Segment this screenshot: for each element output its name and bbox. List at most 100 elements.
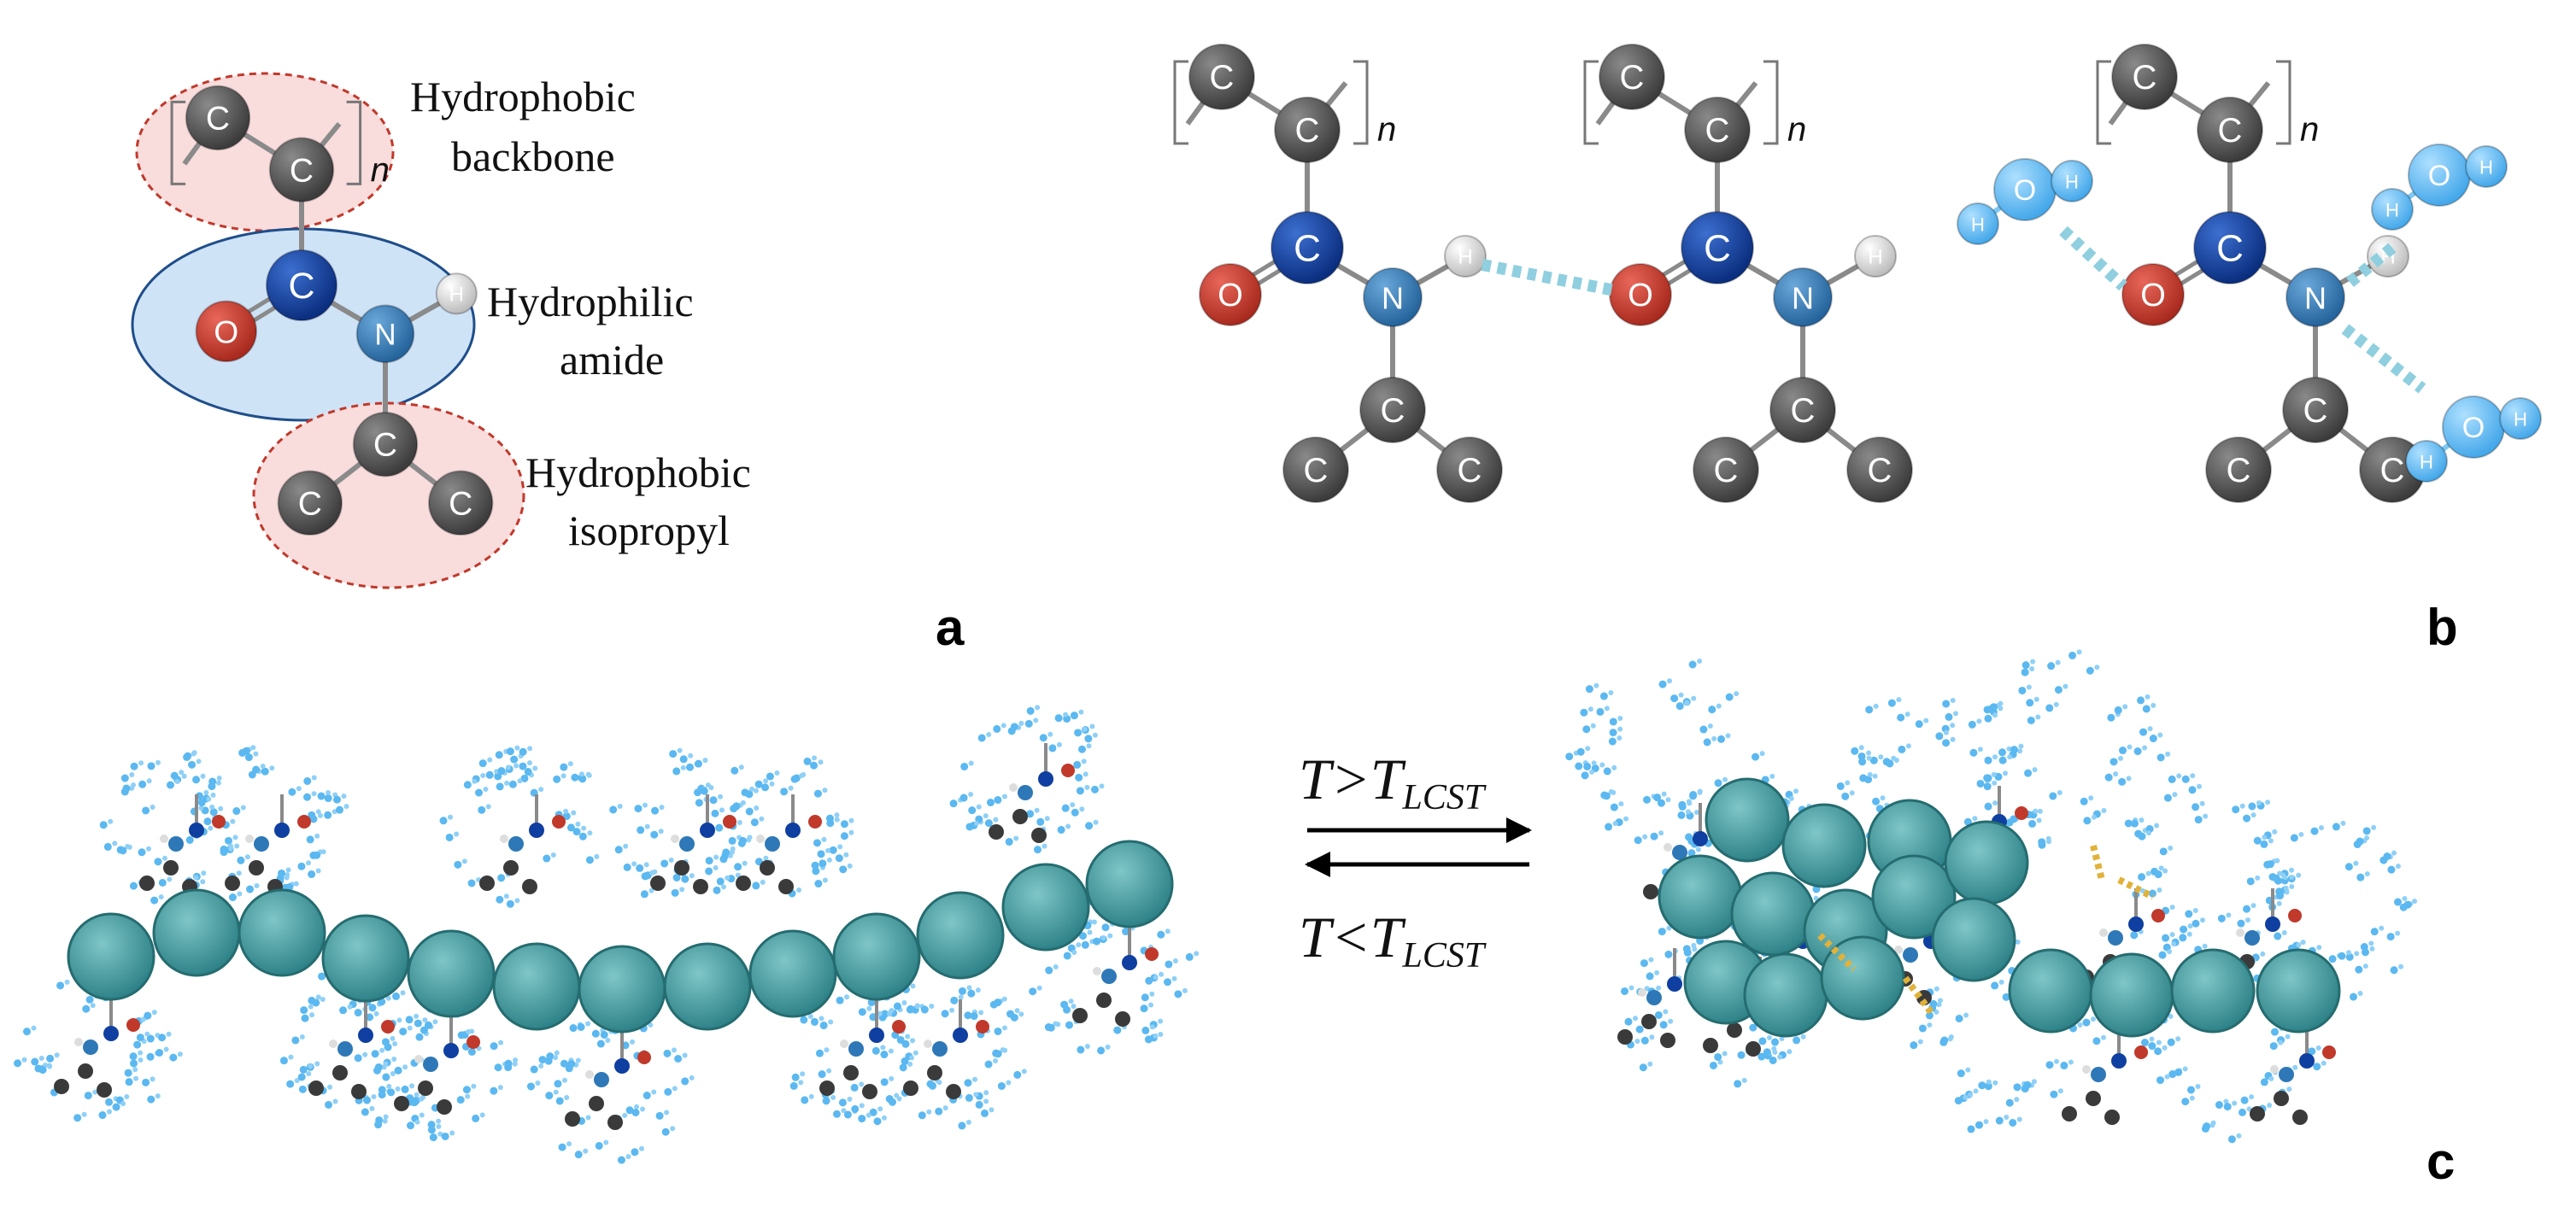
left-bracket	[1173, 60, 1188, 145]
water-hydrogen-atom: H	[2405, 440, 2448, 483]
carbon-atom: C	[1274, 97, 1341, 163]
nitrogen-atom: N	[2286, 267, 2345, 327]
oxygen-atom: O	[2121, 263, 2185, 326]
water-cloud	[526, 1002, 695, 1164]
water-hydrogen-atom-symbol: H	[2065, 172, 2079, 193]
carbon-atom-symbol: C	[1458, 452, 1482, 489]
carbon-atom-symbol: C	[206, 101, 230, 138]
chain-bead	[1931, 897, 2016, 982]
water-cloud	[354, 990, 519, 1142]
carbonyl-carbon-atom-symbol: C	[1294, 228, 1321, 270]
carbon-atom: C	[1769, 377, 1836, 443]
water-hydrogen-atom: H	[1957, 202, 1999, 245]
carbon-atom: C	[1599, 44, 1665, 110]
chain-bead	[832, 912, 921, 1001]
side-group	[54, 998, 140, 1098]
water-hydrogen-atom-symbol: H	[2385, 200, 2399, 221]
hydrogen-atom-symbol: H	[1868, 246, 1882, 269]
water-molecule: OH H	[2405, 395, 2542, 483]
side-group	[308, 999, 395, 1099]
nitrogen-atom: N	[355, 304, 415, 364]
hydrogen-atom: H	[1854, 235, 1897, 278]
water-cloud	[609, 747, 765, 899]
carbon-atom-symbol: C	[1381, 392, 1405, 430]
chain-bead	[152, 888, 241, 977]
hydrogen-atom-symbol: H	[449, 283, 464, 306]
carbon-atom: C	[185, 85, 251, 151]
repeat-subscript: n	[1377, 111, 1396, 149]
forward-condition: T>TLCST	[1299, 747, 1487, 817]
water-oxygen-atom: O	[2442, 395, 2505, 459]
side-group	[394, 1015, 480, 1115]
carbon-atom: C	[1436, 436, 1503, 503]
chain-bead	[2008, 948, 2093, 1034]
carbon-atom-symbol: C	[449, 485, 472, 522]
intrachain-hydrogen-bond	[2117, 876, 2155, 900]
carbon-atom-symbol: C	[1705, 112, 1730, 149]
water-cloud	[949, 705, 1105, 854]
water-hydrogen-atom-symbol: H	[2514, 409, 2527, 430]
carbon-atom: C	[277, 470, 343, 536]
water-hydrogen-atom: H	[2371, 188, 2414, 231]
carbon-atom: C	[2197, 97, 2263, 163]
chain-bead	[1743, 952, 1828, 1038]
carbon-atom: C	[1188, 44, 1255, 110]
carbon-atom: C	[1282, 436, 1349, 503]
chain-bead	[1944, 820, 2029, 905]
water-cloud	[789, 993, 941, 1126]
carbon-atom-symbol: C	[1868, 452, 1892, 489]
water-hydrogen-atom-symbol: H	[1971, 214, 1985, 236]
chain-bead	[1730, 871, 1816, 957]
collapsed-globule	[1565, 649, 2418, 1144]
oxygen-atom-symbol: O	[1628, 278, 1653, 313]
intrachain-hydrogen-bond	[1902, 975, 1934, 1015]
carbonyl-carbon-atom-symbol: C	[1704, 228, 1731, 270]
water-molecule: OHH	[1957, 158, 2093, 245]
extended-chain	[14, 705, 1200, 1164]
carbon-atom-symbol: C	[2133, 59, 2157, 97]
reverse-t-symbol: T	[1299, 905, 1335, 969]
water-cloud	[1983, 649, 2171, 849]
chain-bead	[2170, 948, 2256, 1034]
side-group	[2062, 1025, 2148, 1125]
carbon-atom: C	[2205, 436, 2272, 503]
carbon-atom: C	[1359, 377, 1426, 443]
nitrogen-atom: N	[1363, 267, 1423, 327]
panel-c: T>TLCST T<TLCST c	[14, 649, 2455, 1190]
chain-bead	[407, 929, 496, 1018]
carbonyl-carbon-atom: C	[265, 249, 338, 322]
hydrogen-atom-symbol: H	[1458, 246, 1472, 269]
nitrogen-atom-symbol: N	[374, 318, 396, 351]
carbon-atom-symbol: C	[2227, 452, 2251, 489]
nitrogen-atom: N	[1773, 267, 1833, 327]
isopropyl-label-line2: isopropyl	[568, 507, 730, 554]
water-cloud	[439, 745, 600, 908]
water-cloud	[279, 970, 429, 1129]
water-cloud	[185, 745, 349, 902]
carbon-atom: C	[1846, 436, 1913, 503]
chain-bead	[238, 888, 326, 977]
chain-bead	[1705, 777, 1790, 863]
amide-label-line2: amide	[560, 336, 664, 384]
side-group	[565, 1030, 651, 1130]
carbon-atom: C	[427, 470, 494, 536]
right-bracket	[346, 100, 362, 185]
water-hydrogen-atom: H	[2499, 397, 2542, 440]
carbon-atom-symbol: C	[2303, 392, 2328, 430]
left-bracket	[2096, 60, 2111, 145]
carbonyl-carbon-atom: C	[1681, 211, 1754, 284]
chain-bead	[1085, 840, 1174, 928]
side-group	[650, 794, 736, 894]
reverse-condition: T<TLCST	[1299, 905, 1487, 975]
hydrogen-atom: H	[1444, 235, 1487, 278]
transition-arrows: T>TLCST T<TLCST	[1299, 747, 1532, 975]
reverse-t-lcst: T	[1370, 905, 1406, 969]
hydrophobic-backbone-region	[135, 72, 395, 232]
left-bracket	[170, 100, 186, 185]
reverse-operator: <	[1331, 905, 1370, 969]
